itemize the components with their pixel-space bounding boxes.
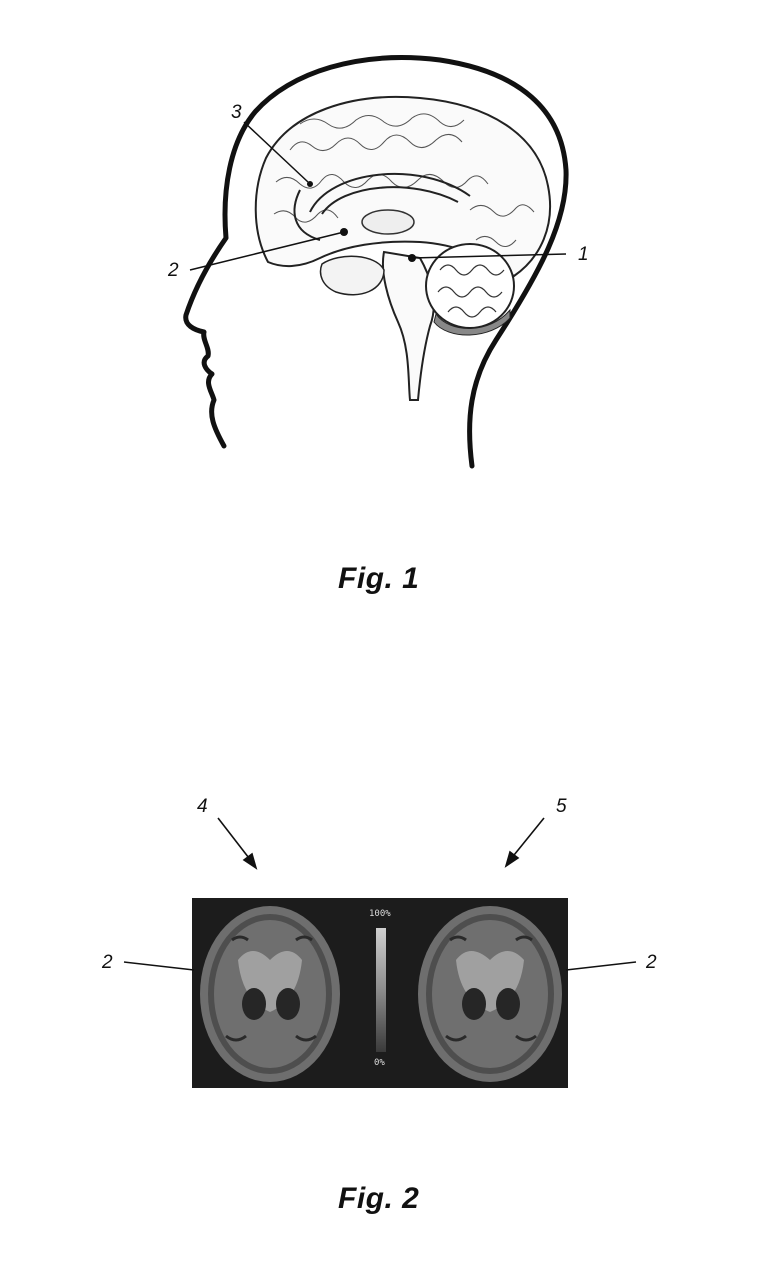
scale-min-label: 0%: [374, 1058, 385, 1068]
scan-left-brain: [200, 906, 340, 1082]
arrow-5: [504, 817, 545, 868]
head-outline: [183, 55, 569, 469]
thalamus: [361, 209, 415, 235]
leader-line-2-left: [123, 961, 195, 971]
leader-line-2-right: [565, 961, 637, 971]
figure-2-caption: Fig. 2: [338, 1182, 420, 1215]
intensity-scale-bar: [376, 928, 386, 1052]
scale-max-label: 100%: [369, 909, 391, 919]
figure-1-drawing: [183, 55, 569, 469]
reference-label-1: 1: [578, 244, 589, 265]
leader-line-2: [189, 231, 345, 271]
reference-label-2: 2: [168, 260, 179, 281]
figure-1-caption: Fig. 1: [338, 562, 420, 595]
cerebellum: [425, 243, 515, 336]
temporal-lobe: [319, 255, 385, 296]
marker-point-3: [307, 181, 313, 187]
corpus-callosum: [293, 172, 471, 241]
leader-line-1: [411, 253, 567, 259]
reference-label-4: 4: [197, 796, 208, 817]
reference-label-2-right: 2: [646, 952, 657, 973]
reference-label-3: 3: [231, 102, 242, 123]
arrow-4: [217, 817, 258, 870]
leader-line-3: [243, 121, 309, 183]
reference-label-5: 5: [556, 796, 567, 817]
scan-right-brain: [418, 906, 562, 1082]
reference-label-2-left: 2: [102, 952, 113, 973]
